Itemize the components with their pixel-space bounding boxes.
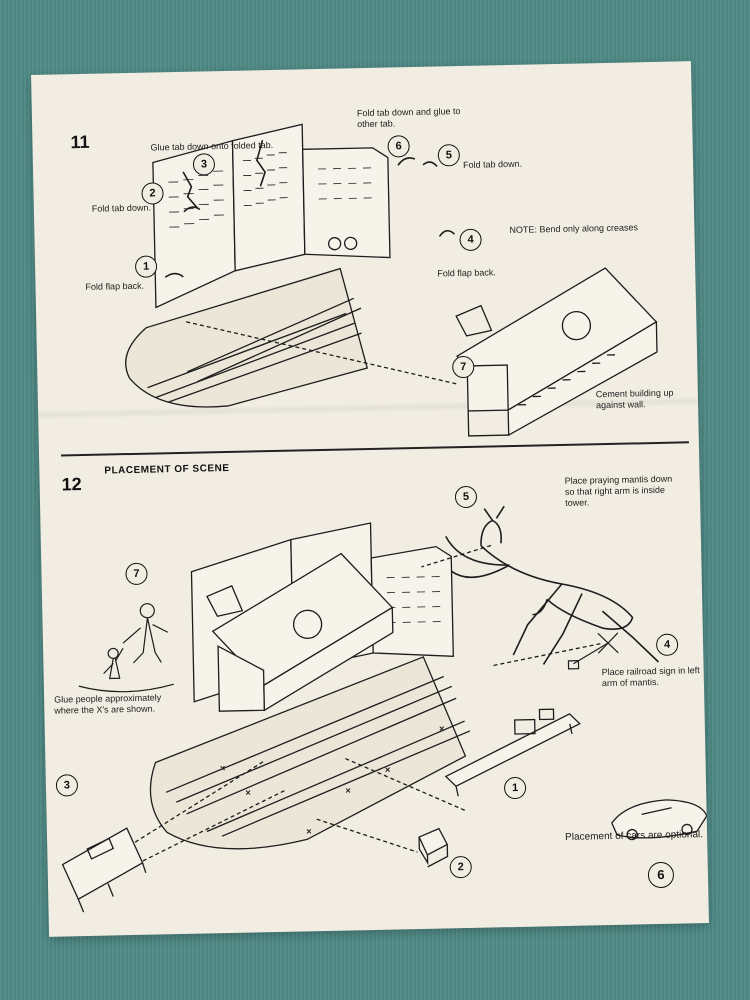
label-mantis-placement: Place praying mantis down so that right …	[564, 473, 673, 508]
label-fold-tab-down-right: Fold tab down.	[462, 158, 523, 170]
illustrations	[61, 123, 708, 913]
step11-diorama-illustration	[125, 123, 658, 437]
label-fold-flap-back-right: Fold flap back.	[437, 267, 496, 279]
step12-diorama-illustration	[117, 522, 604, 874]
railroad-sign-illustration	[567, 632, 619, 670]
label-fold-flap-back-left: Fold flap back.	[85, 280, 145, 292]
label-fold-tab-down-left: Fold tab down.	[91, 202, 151, 214]
people-figures-illustration	[78, 603, 174, 693]
car-illustration	[611, 799, 708, 841]
praying-mantis-illustration	[445, 505, 660, 665]
flatcar-illustration	[444, 708, 581, 797]
label-railroad-sign: Place railroad sign in left arm of manti…	[601, 665, 700, 689]
crate-illustration	[418, 827, 449, 868]
step-number-11: 11	[70, 131, 90, 153]
label-cement-building: Cement building up against wall.	[595, 387, 674, 411]
step-number-12: 12	[61, 474, 82, 495]
label-glue-people: Glue people approximately where the X's …	[54, 692, 162, 716]
label-fold-tab-down-glue: Fold tab down and glue to other tab.	[356, 106, 461, 130]
station-building-illustration	[455, 267, 658, 437]
instruction-sheet: 11 Glue tab down onto folded tab. Fold t…	[31, 61, 709, 937]
caboose-illustration	[61, 827, 147, 913]
